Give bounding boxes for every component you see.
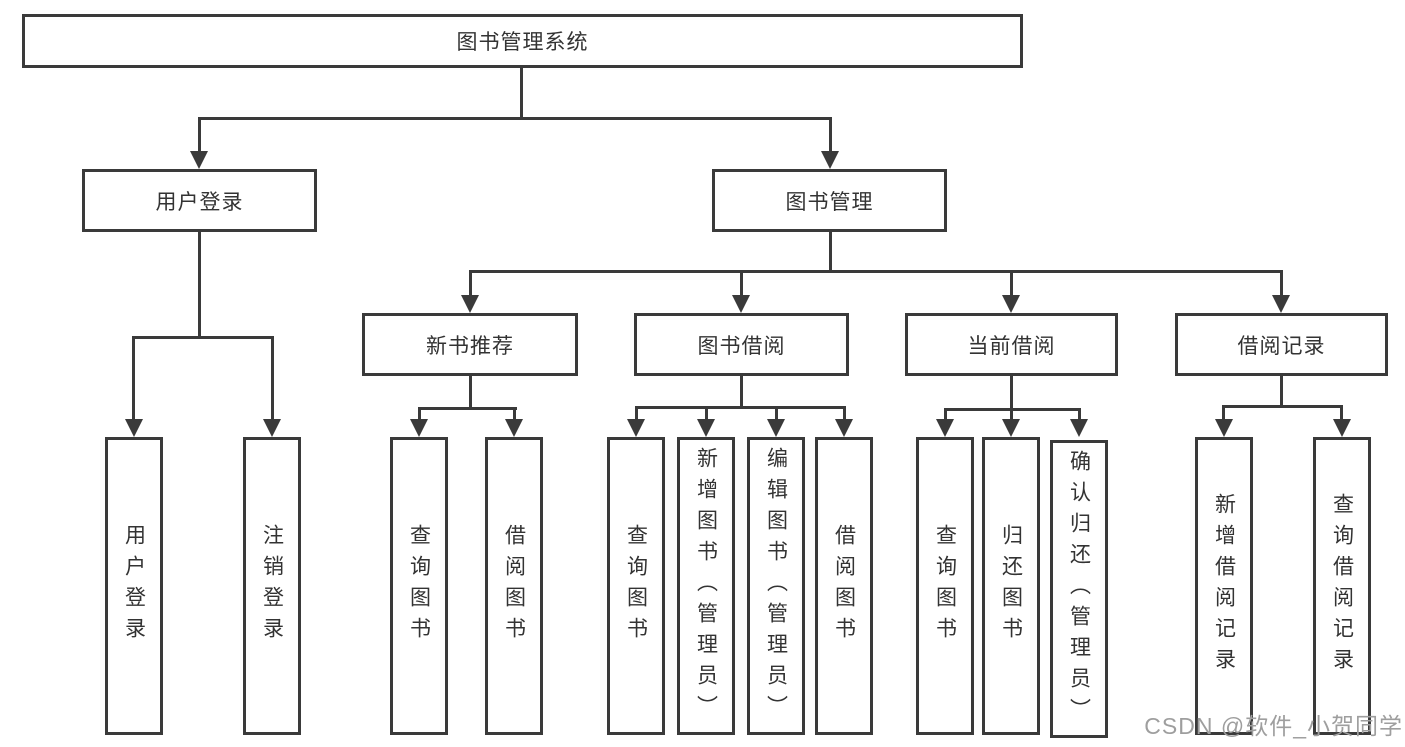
arrowhead-icon (821, 151, 839, 169)
connector-line (271, 336, 274, 421)
connector-line (469, 270, 1282, 273)
connector-line (1340, 405, 1343, 421)
leaf-return-books: 归还图书 (982, 437, 1040, 735)
leaf-user-login: 用户登录 (105, 437, 163, 735)
connector-line (198, 232, 201, 336)
connector-line (513, 407, 516, 421)
leaf-label: 查询图书 (407, 524, 431, 648)
connector-line (740, 270, 743, 297)
connector-line (1280, 270, 1283, 297)
node-borrowing-records: 借阅记录 (1175, 313, 1388, 376)
leaf-query-books-borrowing: 查询图书 (607, 437, 665, 735)
connector-line (705, 406, 708, 421)
leaf-borrow-books-recommend: 借阅图书 (485, 437, 543, 735)
leaf-logout: 注销登录 (243, 437, 301, 735)
leaf-confirm-return-admin: 确认归还（管理员） (1050, 440, 1108, 738)
connector-line (829, 232, 832, 270)
leaf-label: 新增图书（管理员） (694, 446, 718, 726)
watermark: CSDN @软件_小贺同学 (1144, 713, 1403, 739)
node-label: 新书推荐 (426, 334, 514, 358)
connector-line (1222, 405, 1343, 408)
leaf-add-borrow-record: 新增借阅记录 (1195, 437, 1253, 735)
arrowhead-icon (263, 419, 281, 437)
leaf-label: 注销登录 (260, 524, 284, 648)
connector-line (829, 117, 832, 153)
leaf-query-books-current: 查询图书 (916, 437, 974, 735)
arrowhead-icon (1002, 295, 1020, 313)
leaf-label: 查询图书 (624, 524, 648, 648)
arrowhead-icon (1272, 295, 1290, 313)
connector-line (775, 406, 778, 421)
node-book-borrowing: 图书借阅 (634, 313, 849, 376)
connector-line (469, 376, 472, 407)
node-label: 图书管理系统 (456, 31, 589, 54)
arrowhead-icon (936, 419, 954, 437)
connector-line (418, 407, 421, 421)
leaf-label: 用户登录 (122, 524, 146, 648)
connector-line (469, 270, 472, 297)
connector-line (1222, 405, 1225, 421)
arrowhead-icon (410, 419, 428, 437)
connector-line (1010, 408, 1013, 421)
connector-line (198, 117, 201, 153)
connector-line (635, 406, 846, 409)
arrowhead-icon (1070, 419, 1088, 437)
arrowhead-icon (1002, 419, 1020, 437)
node-label: 用户登录 (155, 190, 244, 214)
node-current-borrowing: 当前借阅 (905, 313, 1118, 376)
arrowhead-icon (767, 419, 785, 437)
node-book-management: 图书管理 (712, 169, 947, 232)
arrowhead-icon (697, 419, 715, 437)
node-user-login: 用户登录 (82, 169, 317, 232)
connector-line (1010, 376, 1013, 408)
arrowhead-icon (627, 419, 645, 437)
connector-line (198, 117, 832, 120)
leaf-query-borrow-record: 查询借阅记录 (1313, 437, 1371, 735)
node-label: 当前借阅 (967, 334, 1056, 358)
arrowhead-icon (1215, 419, 1233, 437)
arrowhead-icon (190, 151, 208, 169)
arrowhead-icon (505, 419, 523, 437)
node-library-management-system: 图书管理系统 (22, 14, 1023, 68)
connector-line (132, 336, 135, 421)
leaf-label: 编辑图书（管理员） (764, 446, 788, 726)
node-label: 图书管理 (785, 190, 874, 214)
connector-line (1078, 408, 1081, 421)
leaf-borrow-books: 借阅图书 (815, 437, 873, 735)
leaf-label: 借阅图书 (832, 524, 856, 648)
connector-line (132, 336, 274, 339)
leaf-label: 查询图书 (933, 524, 957, 648)
connector-line (944, 408, 947, 421)
leaf-label: 新增借阅记录 (1212, 493, 1236, 679)
connector-line (635, 406, 638, 421)
arrowhead-icon (732, 295, 750, 313)
node-label: 借阅记录 (1237, 334, 1326, 358)
arrowhead-icon (835, 419, 853, 437)
leaf-label: 查询借阅记录 (1330, 493, 1354, 679)
connector-line (520, 68, 523, 117)
leaf-query-books-recommend: 查询图书 (390, 437, 448, 735)
connector-line (740, 376, 743, 406)
arrowhead-icon (125, 419, 143, 437)
connector-line (1280, 376, 1283, 405)
node-label: 图书借阅 (697, 334, 786, 358)
leaf-label: 归还图书 (999, 524, 1023, 648)
connector-line (843, 406, 846, 421)
leaf-label: 确认归还（管理员） (1067, 449, 1091, 729)
connector-line (1010, 270, 1013, 297)
leaf-add-books-admin: 新增图书（管理员） (677, 437, 735, 735)
arrowhead-icon (1333, 419, 1351, 437)
leaf-edit-books-admin: 编辑图书（管理员） (747, 437, 805, 735)
node-new-book-recommendation: 新书推荐 (362, 313, 578, 376)
arrowhead-icon (461, 295, 479, 313)
leaf-label: 借阅图书 (502, 524, 526, 648)
connector-line (418, 407, 517, 410)
